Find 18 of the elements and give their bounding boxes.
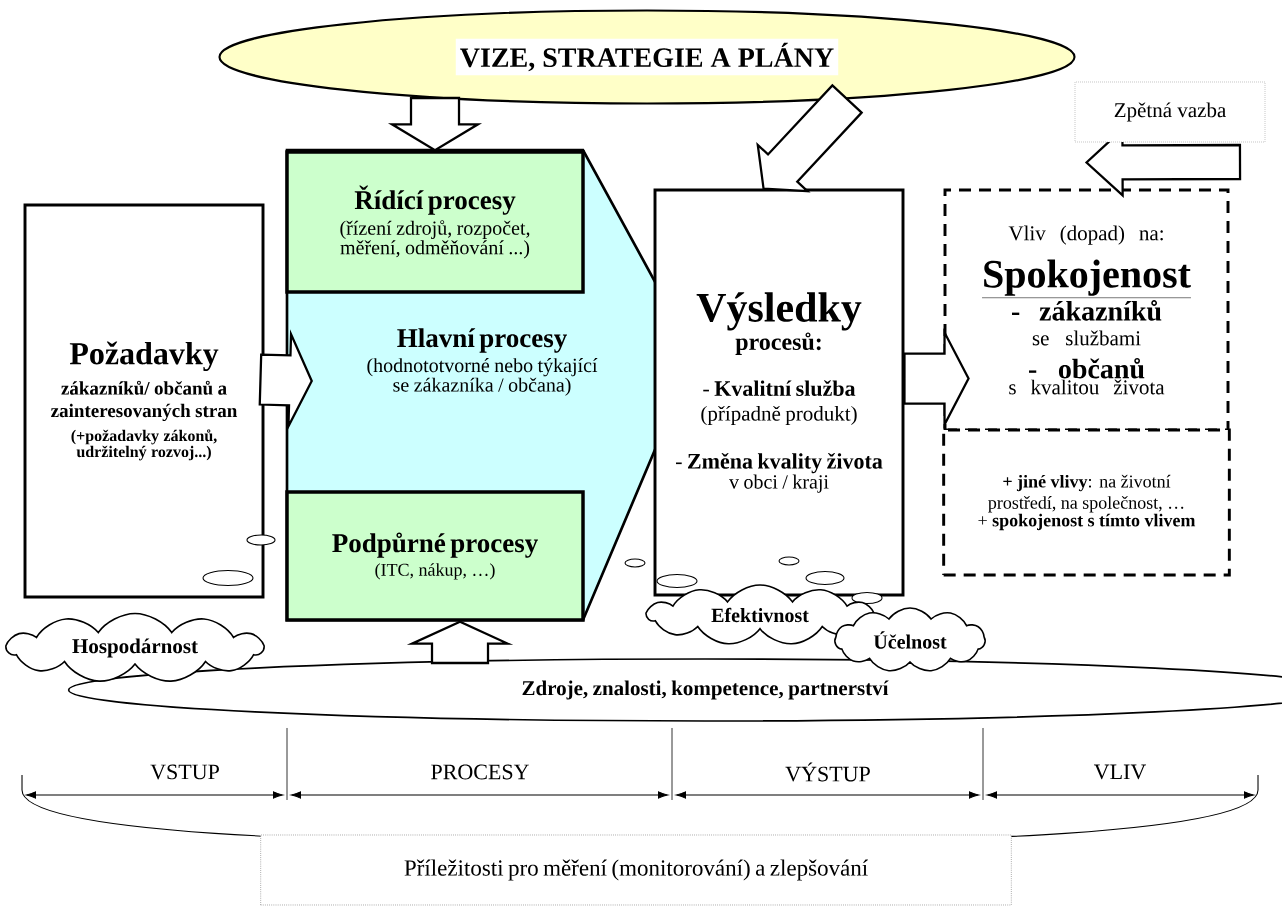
- cloud: Hospodárnost: [5, 612, 265, 682]
- edge-label: Zpětná vazba: [1074, 81, 1266, 143]
- section-label: PROCESY: [431, 764, 529, 780]
- results-box: Výsledky procesů: - Kvalitní služba (případně produkt) - Změna kvality života v obci / kraji: [653, 188, 905, 597]
- block-arrow: [406, 620, 514, 665]
- section-label: VLIV: [1094, 764, 1147, 780]
- section-label: VSTUP: [150, 764, 219, 780]
- process-box: Řídící procesy (řízení zdrojů, rozpočet, měření, odměňování ...): [285, 150, 585, 294]
- block-arrow: [903, 327, 970, 430]
- process-box: Podpůrné procesy (ITC, nákup, …): [285, 490, 585, 622]
- opportunities-box: Příležitosti pro měření (monitorování) a zlepšování: [260, 834, 1012, 906]
- impact-box: + jiné vlivy: na životní prostředí, na společnost, … + spokojenost s tímto vlivem: [942, 428, 1231, 577]
- section-label: VÝSTUP: [785, 762, 870, 782]
- block-arrow: [258, 329, 313, 432]
- impact-box: Vliv (dopad) na: Spokojenost - zákazníků se službami - občanů s kvalitou života: [943, 188, 1230, 432]
- block-arrow: [387, 96, 483, 152]
- cloud: Účelnost: [834, 607, 986, 672]
- requirements-box: Požadavky zákazníků/ občanů a zainteresovaných stran (+požadavky zákonů, udržitelný rozvoj...): [23, 203, 265, 599]
